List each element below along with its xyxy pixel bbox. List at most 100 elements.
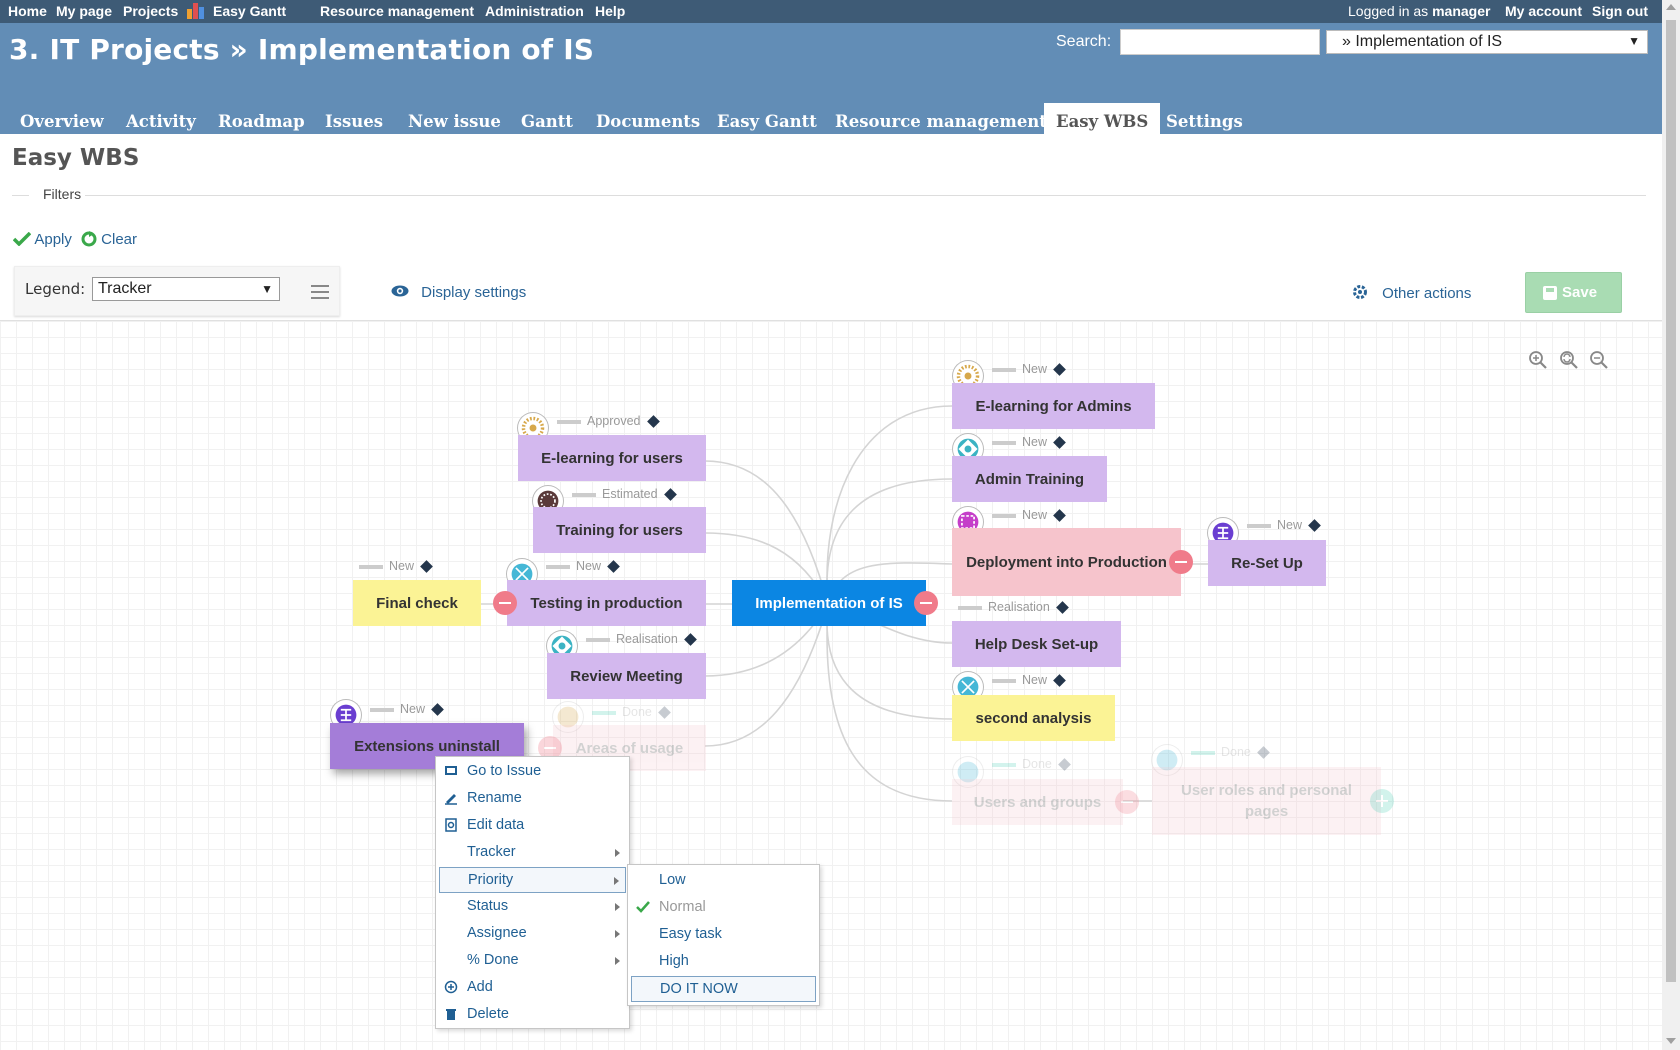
priority-easy-task[interactable]: Easy task <box>631 922 816 948</box>
logged-in-user[interactable]: manager <box>1432 3 1491 19</box>
apply-label: Apply <box>34 231 72 248</box>
project-jump-select[interactable]: » Implementation of IS ▼ <box>1326 30 1648 54</box>
tab-gantt[interactable]: Gantt <box>521 112 574 131</box>
hamburger-icon[interactable] <box>311 285 329 299</box>
submenu-arrow-icon <box>615 930 620 938</box>
top-menu-help[interactable]: Help <box>595 3 626 19</box>
wbs-node[interactable]: Admin Training <box>952 456 1107 502</box>
sign-out-link[interactable]: Sign out <box>1592 3 1648 19</box>
filters-label[interactable]: Filters <box>29 186 86 202</box>
menu-status[interactable]: Status <box>439 894 626 920</box>
priority-label: High <box>659 953 689 969</box>
wbs-node[interactable]: Users and groups <box>952 779 1123 825</box>
checkmark-icon <box>636 901 650 913</box>
menu-label: Tracker <box>467 844 516 860</box>
wbs-node[interactable]: Re-Set Up <box>1208 540 1326 586</box>
wbs-node[interactable]: Training for users <box>533 507 706 553</box>
priority-label: Normal <box>659 899 706 915</box>
menu-delete[interactable]: Delete <box>439 1002 626 1028</box>
legend-select[interactable]: Tracker ▼ <box>92 277 280 301</box>
tab-resource-management[interactable]: Resource management <box>835 112 1047 131</box>
wbs-connectors <box>480 405 1208 802</box>
tab-new-issue[interactable]: New issue <box>408 112 501 131</box>
content-title: Easy WBS <box>12 145 140 171</box>
tab-settings[interactable]: Settings <box>1166 112 1243 131</box>
wbs-node[interactable]: E-learning for users <box>518 435 706 481</box>
easy-gantt-icon <box>187 3 205 19</box>
wbs-node[interactable]: E-learning for Admins <box>952 383 1155 429</box>
menu-assignee[interactable]: Assignee <box>439 921 626 947</box>
scroll-up-arrow-icon[interactable] <box>1666 4 1676 10</box>
other-actions-label: Other actions <box>1382 285 1472 302</box>
submenu-arrow-icon <box>614 877 619 885</box>
my-account-link[interactable]: My account <box>1505 3 1583 19</box>
legend-panel: Legend: Tracker ▼ <box>14 266 340 316</box>
wbs-node[interactable]: Final check <box>353 580 481 626</box>
wbs-node[interactable]: Review Meeting <box>547 653 706 699</box>
menu-label: Rename <box>467 790 522 806</box>
collapse-node-button[interactable] <box>1169 550 1193 574</box>
top-menu-administration[interactable]: Administration <box>485 3 584 19</box>
tab-activity[interactable]: Activity <box>126 112 196 131</box>
collapse-node-button[interactable] <box>493 591 517 615</box>
top-menu-home[interactable]: Home <box>8 3 47 19</box>
project-jump-value: » Implementation of IS <box>1342 33 1503 50</box>
top-menu-my-page[interactable]: My page <box>56 3 113 19</box>
priority-high[interactable]: High <box>631 949 816 975</box>
scroll-thumb[interactable] <box>1666 20 1676 982</box>
menu-edit-data[interactable]: Edit data <box>439 813 626 839</box>
menu-add[interactable]: Add <box>439 975 626 1001</box>
vertical-scrollbar[interactable] <box>1662 0 1680 1050</box>
tab-easy-wbs[interactable]: Easy WBS <box>1044 103 1161 134</box>
menu-label: Go to Issue <box>467 763 542 779</box>
zoom-out-icon[interactable] <box>1589 350 1609 370</box>
clear-button[interactable]: Clear <box>81 231 137 248</box>
scroll-down-arrow-icon[interactable] <box>1666 1038 1676 1044</box>
tab-issues[interactable]: Issues <box>325 112 384 131</box>
apply-button[interactable]: Apply <box>12 231 72 248</box>
wbs-node[interactable]: second analysis <box>952 695 1115 741</box>
menu-done-ratio[interactable]: % Done <box>439 948 626 974</box>
display-settings-button[interactable]: Display settings <box>391 284 526 301</box>
save-button[interactable]: Save <box>1525 272 1622 313</box>
search-input[interactable] <box>1120 29 1320 55</box>
tab-easy-gantt[interactable]: Easy Gantt <box>717 112 817 131</box>
menu-rename[interactable]: Rename <box>439 786 626 812</box>
other-actions-button[interactable]: Other actions <box>1352 284 1471 302</box>
priority-normal[interactable]: Normal <box>631 895 816 921</box>
chevron-down-icon: ▼ <box>1628 34 1640 48</box>
top-menu-easy-gantt[interactable]: Easy Gantt <box>213 3 287 19</box>
logged-in-prefix: Logged in as <box>1348 3 1429 19</box>
zoom-reset-icon[interactable] <box>1559 350 1579 370</box>
menu-priority[interactable]: Priority <box>439 867 626 893</box>
expand-node-button[interactable] <box>1370 789 1394 813</box>
node-status: New <box>546 559 620 575</box>
avatar <box>953 672 983 702</box>
tab-overview[interactable]: Overview <box>20 112 104 131</box>
eye-icon <box>391 285 409 297</box>
wbs-node[interactable]: Testing in production <box>507 580 706 626</box>
wbs-canvas[interactable] <box>0 320 1662 1050</box>
wbs-node[interactable]: Help Desk Set-up <box>952 621 1121 667</box>
collapse-root-button[interactable] <box>914 591 938 615</box>
menu-tracker[interactable]: Tracker <box>439 840 626 866</box>
priority-low[interactable]: Low <box>631 868 816 894</box>
search-label: Search: <box>1056 33 1112 50</box>
avatar <box>953 757 983 787</box>
node-status: Done <box>592 705 671 721</box>
filters-fieldset[interactable]: Filters <box>12 186 1646 202</box>
tab-roadmap[interactable]: Roadmap <box>218 112 305 131</box>
wbs-root-node[interactable]: Implementation of IS <box>732 580 926 626</box>
menu-go-to-issue[interactable]: Go to Issue <box>439 759 626 785</box>
zoom-in-icon[interactable] <box>1528 350 1548 370</box>
context-menu: Go to Issue Rename Edit data Tracker Pri… <box>435 756 630 1029</box>
priority-do-it-now[interactable]: DO IT NOW <box>631 976 816 1002</box>
wbs-node[interactable]: Deployment into Production <box>952 528 1181 596</box>
page-title: 3. IT Projects » Implementation of IS <box>9 33 595 66</box>
tab-documents[interactable]: Documents <box>596 112 701 131</box>
wbs-node[interactable]: User roles and personal pages <box>1152 767 1381 835</box>
top-menu-projects[interactable]: Projects <box>123 3 179 19</box>
collapse-node-button[interactable] <box>1115 790 1139 814</box>
gear-icon <box>1353 285 1367 299</box>
top-menu-resource-management[interactable]: Resource management <box>320 3 475 19</box>
